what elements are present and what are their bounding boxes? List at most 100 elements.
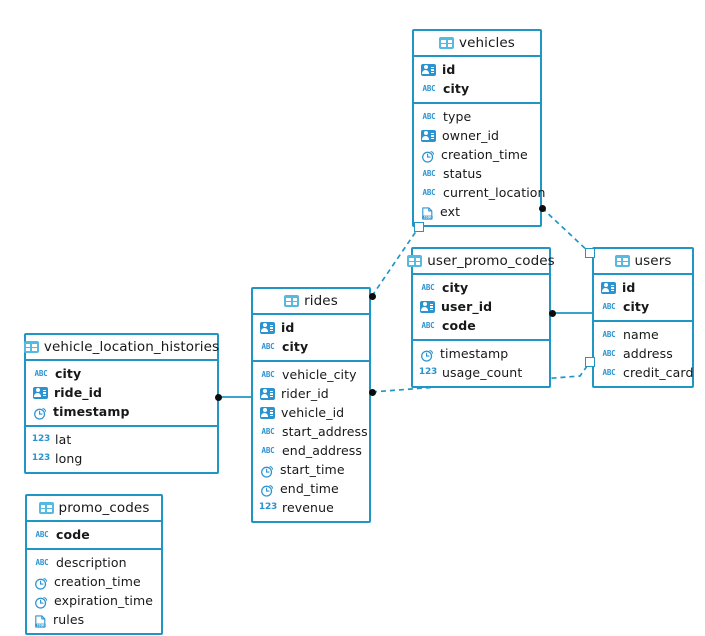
column-row[interactable]: creation_time: [27, 572, 161, 591]
column-row[interactable]: id: [594, 278, 692, 297]
svg-text:JSON: JSON: [36, 624, 44, 628]
uuid-key-icon: [260, 321, 275, 334]
columns-section: timestamp 123 usage_count: [413, 341, 549, 386]
table-header[interactable]: users: [594, 249, 692, 275]
column-name: start_address: [282, 424, 368, 439]
column-row[interactable]: timestamp: [413, 344, 549, 363]
column-name: end_time: [280, 481, 339, 496]
column-row[interactable]: start_time: [253, 460, 369, 479]
uuid-key-icon: [421, 129, 436, 142]
abc-string-icon: ABC: [34, 368, 48, 378]
table-header[interactable]: vehicles: [414, 31, 540, 57]
123-number-icon: 123: [418, 367, 438, 377]
column-row[interactable]: ABC type: [414, 107, 540, 126]
table-grid-icon: [38, 502, 54, 514]
column-name: vehicle_id: [281, 405, 345, 420]
abc-string-icon: ABC: [35, 557, 49, 567]
abc-string-icon: ABC: [602, 348, 616, 358]
column-row[interactable]: timestamp: [26, 402, 217, 421]
uuid-key-icon: [421, 63, 436, 76]
abc-string-icon: ABC: [261, 445, 275, 455]
column-row[interactable]: JSON rules: [27, 610, 161, 629]
relationship-endpoint-dot: [538, 204, 546, 212]
relationship-endpoint-dot: [368, 292, 376, 300]
column-row[interactable]: rider_id: [253, 384, 369, 403]
column-name: long: [55, 451, 83, 466]
column-row[interactable]: ABC address: [594, 344, 692, 363]
abc-string-icon: ABC: [422, 168, 436, 178]
abc-string-icon: ABC: [421, 282, 435, 292]
relationship-endpoint-dot: [548, 309, 556, 317]
column-row[interactable]: user_id: [413, 297, 549, 316]
column-name: type: [443, 109, 472, 124]
column-name: revenue: [282, 500, 334, 515]
table-grid-icon: [407, 255, 423, 267]
column-row[interactable]: ABC status: [414, 164, 540, 183]
uuid-key-icon: [33, 386, 48, 399]
column-name: credit_card: [623, 365, 694, 380]
column-name: usage_count: [442, 365, 523, 380]
column-row[interactable]: owner_id: [414, 126, 540, 145]
column-row[interactable]: id: [414, 60, 540, 79]
column-name: rules: [53, 612, 85, 627]
column-row[interactable]: id: [253, 318, 369, 337]
column-name: expiration_time: [54, 593, 154, 608]
table-grid-icon: [439, 37, 455, 49]
table-title: vehicles: [459, 35, 515, 51]
column-name: creation_time: [441, 147, 528, 162]
table-header[interactable]: rides: [253, 289, 369, 315]
column-row[interactable]: end_time: [253, 479, 369, 498]
column-name: status: [443, 166, 483, 181]
clock-timestamp-icon: [34, 594, 48, 609]
column-name: current_location: [443, 185, 546, 200]
json-document-icon: JSON: [34, 613, 47, 628]
column-name: city: [623, 299, 650, 314]
column-row[interactable]: 123 usage_count: [413, 363, 549, 382]
column-name: id: [442, 62, 456, 77]
abc-string-icon: ABC: [602, 329, 616, 339]
abc-string-icon: ABC: [422, 111, 436, 121]
column-row[interactable]: vehicle_id: [253, 403, 369, 422]
column-row[interactable]: creation_time: [414, 145, 540, 164]
relationship-endpoint-square: [584, 356, 595, 367]
table-title: promo_codes: [58, 500, 150, 516]
column-row[interactable]: ABC description: [27, 553, 161, 572]
table-header[interactable]: promo_codes: [27, 496, 161, 522]
column-row[interactable]: expiration_time: [27, 591, 161, 610]
columns-section: ABC description creation_time expiration_ti…: [27, 550, 161, 633]
table-header[interactable]: vehicle_location_histories: [23, 335, 219, 361]
column-name: description: [56, 555, 127, 570]
column-row[interactable]: ride_id: [26, 383, 217, 402]
table-header[interactable]: user_promo_codes: [407, 249, 555, 275]
svg-text:JSON: JSON: [423, 216, 431, 220]
column-name: address: [623, 346, 673, 361]
relationship-endpoint-dot: [214, 393, 222, 401]
